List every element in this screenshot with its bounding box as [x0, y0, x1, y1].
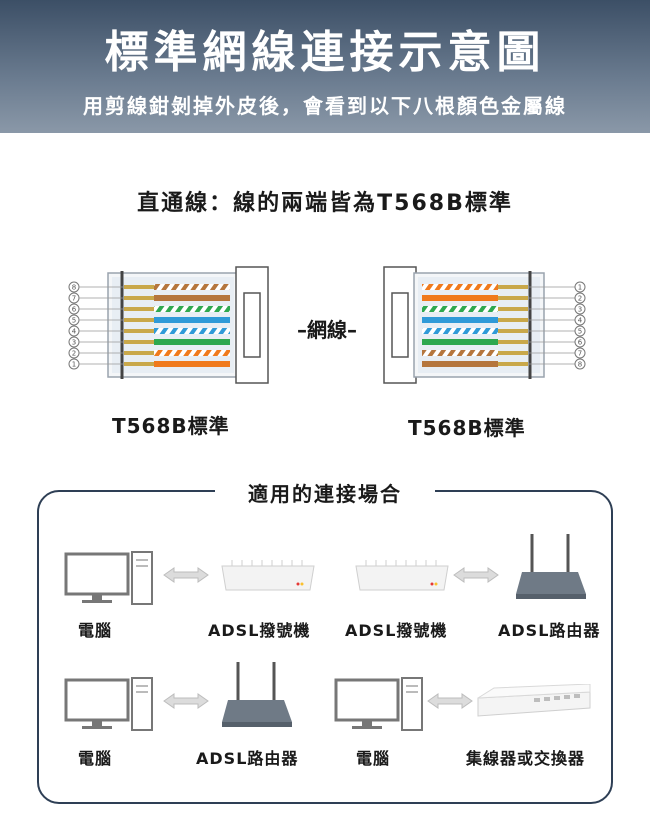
- page-title: 標準網線連接示意圖: [104, 27, 546, 78]
- caption-adsl-modem: ADSL撥號機: [345, 621, 448, 640]
- left-pin-6: 6: [72, 306, 77, 314]
- caption-computer: 電腦: [78, 621, 113, 640]
- left-pin-numbers: 8 7 6 5 4 3 2 1: [68, 281, 124, 370]
- double-arrow-icon: [427, 693, 473, 709]
- right-standard-label: T568B標準: [408, 416, 526, 440]
- left-rj45-plug: [107, 266, 269, 384]
- usage-title: 適用的連接場合: [215, 478, 435, 508]
- section-title: 直通線：線的兩端皆為T568B標準: [137, 191, 513, 216]
- left-pin-8: 8: [72, 284, 76, 292]
- right-gold-pins: [498, 285, 528, 366]
- network-cable-label: –網線–: [297, 318, 357, 342]
- right-pin-5: 5: [578, 328, 582, 336]
- right-pin-8: 8: [578, 361, 582, 369]
- right-wires: [422, 284, 498, 367]
- caption-adsl-router: ADSL路由器: [196, 749, 299, 768]
- adsl-modem-icon: [355, 560, 449, 591]
- computer-icon: [334, 677, 423, 731]
- right-rj45-plug: [383, 266, 545, 384]
- left-pin-1: 1: [72, 361, 76, 369]
- router-icon: [516, 534, 586, 599]
- double-arrow-icon: [453, 567, 499, 583]
- switch-icon: [477, 684, 591, 717]
- router-icon: [222, 662, 292, 727]
- left-gold-pins: [124, 285, 154, 366]
- left-pin-3: 3: [72, 339, 76, 347]
- computer-icon: [64, 677, 153, 731]
- double-arrow-icon: [163, 693, 209, 709]
- caption-computer: 電腦: [356, 749, 391, 768]
- right-pin-numbers: 1 2 3 4 5 6 7 8: [528, 281, 586, 370]
- right-pin-1: 1: [578, 284, 582, 292]
- adsl-modem-icon: [221, 560, 315, 591]
- right-pin-4: 4: [578, 317, 583, 325]
- caption-adsl-router: ADSL路由器: [498, 621, 601, 640]
- header-banner: 標準網線連接示意圖 用剪線鉗剝掉外皮後，會看到以下八根顏色金屬線: [0, 0, 650, 133]
- right-pin-2: 2: [578, 295, 582, 303]
- left-pin-7: 7: [72, 295, 76, 303]
- caption-hub-or-switch: 集線器或交換器: [466, 749, 586, 768]
- left-standard-label: T568B標準: [112, 414, 230, 438]
- right-pin-6: 6: [578, 339, 583, 347]
- caption-adsl-modem: ADSL撥號機: [208, 621, 311, 640]
- right-pin-7: 7: [578, 350, 582, 358]
- left-wires: [154, 284, 230, 367]
- page-subtitle: 用剪線鉗剝掉外皮後，會看到以下八根顏色金屬線: [83, 94, 567, 118]
- left-pin-5: 5: [72, 317, 76, 325]
- computer-icon: [64, 551, 153, 605]
- left-pin-2: 2: [72, 350, 76, 358]
- left-pin-4: 4: [72, 328, 77, 336]
- right-pin-3: 3: [578, 306, 582, 314]
- caption-computer: 電腦: [78, 749, 113, 768]
- double-arrow-icon: [163, 567, 209, 583]
- cable-diagram: 8 7 6 5 4 3 2 1 –網線–: [68, 266, 586, 384]
